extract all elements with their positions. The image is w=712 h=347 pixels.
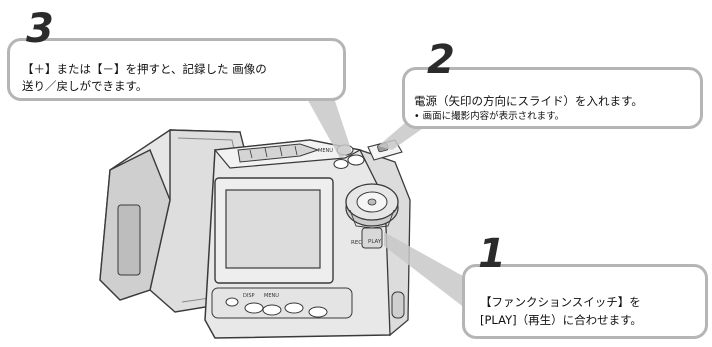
lcd-screen bbox=[214, 177, 334, 284]
callout-box-step-3 bbox=[7, 38, 346, 101]
function-dial: REC PLAY bbox=[345, 183, 399, 249]
step-2-note: • 画面に撮影内容が表示されます。 bbox=[414, 111, 565, 122]
step-1-line-2: [PLAY]（再生）に合わせます。 bbox=[480, 313, 642, 327]
dial-label-play: PLAY bbox=[368, 239, 382, 245]
step-3-line-2: 送り／戻しができます。 bbox=[22, 79, 148, 93]
pointer-step-1 bbox=[384, 232, 470, 312]
disp-button-label: DISP bbox=[243, 293, 255, 299]
dial-label-rec: REC bbox=[351, 240, 362, 246]
callout-box-step-1 bbox=[462, 264, 708, 339]
step-number-2: 2 bbox=[427, 37, 455, 83]
pointer-step-3 bbox=[300, 86, 352, 158]
step-3-line-1: 【＋】または【－】を押すと、記録した 画像の bbox=[22, 62, 267, 76]
menu-button-label: MENU bbox=[264, 293, 279, 299]
step-2-line-1: 電源（矢印の方向にスライド）を入れます。 bbox=[414, 94, 643, 108]
step-1-line-1: 【ファンクションスイッチ】を bbox=[480, 295, 641, 309]
bottom-buttons: DISP MENU bbox=[211, 287, 353, 319]
callout-box-step-2 bbox=[402, 67, 703, 129]
menu-top-label: MENU bbox=[318, 148, 333, 154]
step-number-3: 3 bbox=[26, 6, 54, 52]
step-number-1: 1 bbox=[478, 231, 506, 277]
